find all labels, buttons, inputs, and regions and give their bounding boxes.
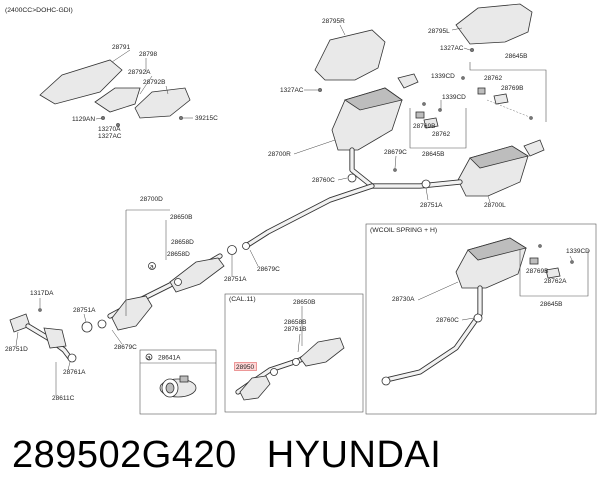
bracket-28762-center — [423, 117, 439, 129]
label-28769b-right: 28769B — [501, 85, 523, 92]
inset-wcoil-title: (WCOIL SPRING + H) — [370, 227, 437, 234]
label-28658b: 28658B — [284, 319, 306, 326]
label-1129an: 1129AN — [72, 116, 95, 123]
tailpipe-right — [397, 73, 419, 89]
resonator-front — [169, 257, 225, 293]
label-28769b-center: 28769B — [413, 123, 435, 130]
label-28792b: 28792B — [143, 79, 165, 86]
gasket-28751a-top — [421, 179, 431, 189]
label-28751a-left: 28751A — [73, 307, 96, 314]
inset-cal11-title: (CAL.11) — [229, 296, 256, 303]
catalyst-28950[interactable] — [239, 375, 271, 401]
label-28650b-front: 28650B — [170, 214, 192, 221]
label-28679c-top: 28679C — [384, 149, 407, 156]
label-13270a: 13270A — [98, 126, 121, 133]
label-28791: 28791 — [112, 44, 130, 51]
label-28760c-wcoil: 28760C — [436, 317, 459, 324]
label-1339cd-center: 1339CD — [442, 94, 466, 101]
pipe-center — [243, 183, 375, 249]
label-28658d-b: 28658D — [167, 251, 190, 258]
catalyst-front — [111, 295, 153, 331]
label-28751a-mid: 28751A — [224, 276, 247, 283]
label-28762a: 28762A — [544, 278, 567, 285]
bolt-13270a — [115, 122, 120, 127]
label-28641a: 28641A — [158, 355, 181, 362]
bolt-1327ac-center — [318, 87, 323, 92]
label-1327ac-right: 1327AC — [440, 45, 464, 52]
heat-shield-front-group — [39, 59, 191, 127]
inset-callout-a — [145, 353, 153, 361]
label-28611c: 28611C — [52, 395, 75, 402]
part-number: 289502G420 — [12, 434, 237, 476]
label-28679c-mid: 28679C — [257, 266, 280, 273]
clip-39215c — [178, 115, 183, 120]
heat-shield-28795r — [314, 29, 386, 81]
label-28760c-top: 28760C — [312, 177, 335, 184]
muffler-28730a — [381, 237, 528, 386]
label-1327ac-center: 1327AC — [280, 87, 304, 94]
hanger-group-wcoil — [529, 244, 574, 279]
label-28950-highlighted[interactable]: 28950 — [236, 364, 254, 371]
label-39215c: 39215C — [195, 115, 218, 122]
heat-shield-28792a — [94, 87, 141, 113]
heat-shield-28795l — [455, 3, 533, 45]
highlight-box-28950 — [234, 362, 257, 371]
label-28645b-center: 28645B — [422, 151, 444, 158]
label-28769b-wcoil: 28769B — [526, 268, 548, 275]
part-caption: 289502G420 HYUNDAI — [12, 430, 441, 480]
exhaust-system-diagram: (2400CC>DOHC-GDI) 28791 28798 28792A 287… — [5, 3, 597, 415]
muffler-28700r — [331, 73, 419, 151]
label-1327ac-left: 1327AC — [98, 133, 122, 140]
hanger-group-center — [415, 102, 442, 129]
label-1317da: 1317DA — [30, 290, 54, 297]
callout-a-circle — [148, 262, 156, 270]
inset-cal11 — [224, 293, 364, 413]
hanger-28769b-center — [415, 111, 425, 119]
label-28795r: 28795R — [322, 18, 345, 25]
label-28761a: 28761A — [63, 369, 86, 376]
bolt-1327ac-right — [470, 48, 475, 53]
callout-a: a — [150, 264, 154, 271]
muffler-28700l — [457, 139, 545, 197]
label-28650b-cal: 28650B — [293, 299, 315, 306]
manifold-pipe-28611c — [9, 308, 77, 363]
inset-28641a — [139, 349, 217, 415]
tailpipe-left — [523, 139, 545, 157]
heat-shield-28792b — [134, 87, 191, 119]
label-1339cd-wcoil: 1339CD — [566, 248, 590, 255]
label-28798: 28798 — [139, 51, 157, 58]
label-28762-right: 28762 — [484, 75, 502, 82]
hanger-28760c-top — [347, 173, 357, 183]
label-28762-center: 28762 — [432, 131, 450, 138]
label-28751d: 28751D — [5, 346, 28, 353]
heat-shield-28791 — [39, 59, 123, 105]
inset-callout-a-text: a — [147, 355, 151, 362]
label-1339cd-right: 1339CD — [431, 73, 455, 80]
label-28700r: 28700R — [268, 151, 291, 158]
front-pipe-cal11 — [235, 337, 345, 401]
clamp-28641a — [159, 375, 197, 398]
label-28795l: 28795L — [428, 28, 450, 35]
label-28792a: 28792A — [128, 69, 151, 76]
inset-wcoil-spring — [365, 223, 597, 415]
label-28761b: 28761B — [284, 326, 306, 333]
brand-name: HYUNDAI — [266, 434, 442, 476]
label-28730a: 28730A — [392, 296, 415, 303]
label-28700d: 28700D — [140, 196, 163, 203]
label-28658d-a: 28658D — [171, 239, 194, 246]
label-28679c-left: 28679C — [114, 344, 137, 351]
label-28700l: 28700L — [484, 202, 506, 209]
label-28645b-wcoil: 28645B — [540, 301, 562, 308]
label-28645b-right: 28645B — [505, 53, 527, 60]
hanger-group-right — [461, 76, 533, 120]
label-28751a-top: 28751A — [420, 202, 443, 209]
engine-note: (2400CC>DOHC-GDI) — [5, 7, 73, 14]
